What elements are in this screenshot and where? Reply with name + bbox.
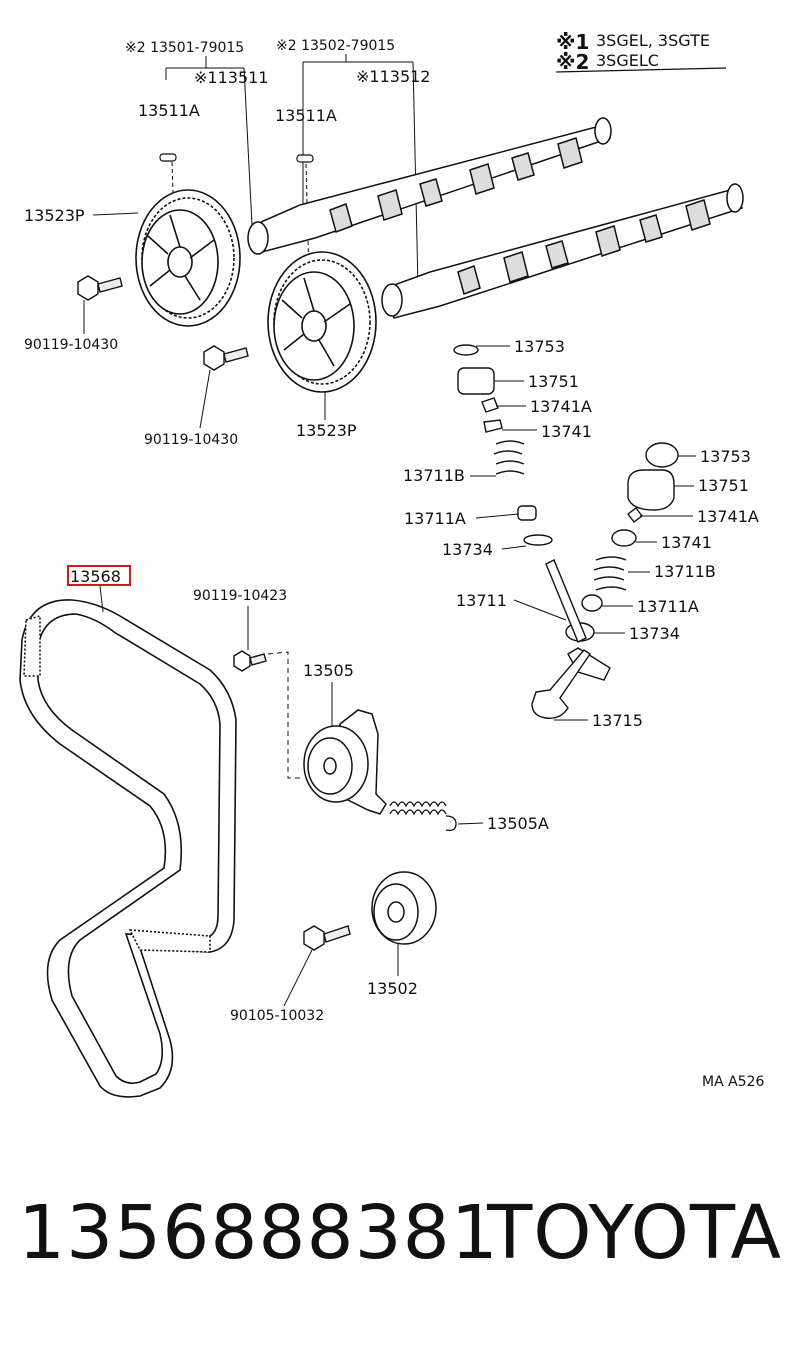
label-r1-13753: 13753 xyxy=(514,337,565,356)
valve-train-1 xyxy=(453,344,553,546)
timing-belt xyxy=(19,599,237,1098)
label-r2-13711B: 13711B xyxy=(654,562,716,581)
legend: ※1 3SGEL, 3SGTE ※2 3SGELC xyxy=(555,30,727,74)
brand-name: TOYOTA xyxy=(487,1190,782,1276)
label-r2-13734: 13734 xyxy=(629,624,680,643)
legend-note2-mark: ※2 xyxy=(556,50,589,74)
pulley-bolt-1 xyxy=(77,275,123,301)
label-r2-13751: 13751 xyxy=(698,476,749,495)
legend-note2-text: 3SGELC xyxy=(596,51,659,70)
label-r1-13711A: 13711A xyxy=(404,509,466,528)
label-pin-1: 13511A xyxy=(138,101,200,120)
tensioner-bolt xyxy=(233,650,267,672)
belt-highlight-box xyxy=(67,565,131,586)
label-r2-13741: 13741 xyxy=(661,533,712,552)
label-camshaft-1-n1: ※113511 xyxy=(194,68,268,87)
knock-pin-1 xyxy=(159,153,177,162)
diagram-reference-code: MA A526 xyxy=(702,1074,764,1090)
label-r1-13741: 13741 xyxy=(541,422,592,441)
valve-train-2 xyxy=(531,442,679,719)
label-r1-13711B: 13711B xyxy=(403,466,465,485)
label-pin-2: 13511A xyxy=(275,106,337,125)
label-r2-13753: 13753 xyxy=(700,447,751,466)
label-belt: 13568 xyxy=(70,567,121,586)
label-valve: 13715 xyxy=(592,711,643,730)
label-pulley-bolt-1: 90119-10430 xyxy=(24,337,118,353)
label-idler-bolt: 90105-10032 xyxy=(230,1008,324,1024)
label-camshaft-1-n2: ※2 13501-79015 xyxy=(125,40,244,56)
timing-pulley-1 xyxy=(135,189,241,327)
camshaft-1 xyxy=(247,117,612,255)
label-r1-13741A: 13741A xyxy=(530,397,592,416)
label-pulley-bolt-2: 90119-10430 xyxy=(144,432,238,448)
parts-diagram: ※1 3SGEL, 3SGTE ※2 3SGELC ※2 13501-79015… xyxy=(19,30,764,1098)
idler-pulley xyxy=(371,871,437,945)
legend-note1-mark: ※1 xyxy=(556,30,589,54)
pulley-bolt-2 xyxy=(203,345,249,371)
label-r1-13734: 13734 xyxy=(442,540,493,559)
tensioner-pulley xyxy=(303,709,387,815)
camshaft-labels: ※2 13501-79015 ※2 13502-79015 ※113511 ※1… xyxy=(125,38,430,316)
label-camshaft-2-n2: ※2 13502-79015 xyxy=(276,38,395,54)
timing-pulley-2 xyxy=(267,251,377,393)
label-tensioner: 13505 xyxy=(303,661,354,680)
label-tensioner-bolt: 90119-10423 xyxy=(193,588,287,604)
label-camshaft-2-n1: ※113512 xyxy=(356,67,430,86)
idler-bolt xyxy=(303,925,351,951)
label-spring: 13505A xyxy=(487,814,549,833)
label-idler: 13502 xyxy=(367,979,418,998)
label-pulley-1: 13523P xyxy=(24,206,85,225)
label-r2-13741A: 13741A xyxy=(697,507,759,526)
label-valve-stem: 13711 xyxy=(456,591,507,610)
camshaft-2 xyxy=(381,183,744,319)
label-r2-13711A: 13711A xyxy=(637,597,699,616)
label-r1-13751: 13751 xyxy=(528,372,579,391)
footer: 1356888381 TOYOTA xyxy=(0,1190,800,1300)
label-pulley-2: 13523P xyxy=(296,421,357,440)
knock-pin-2 xyxy=(296,154,314,163)
tensioner-spring xyxy=(389,801,457,832)
legend-note1-text: 3SGEL, 3SGTE xyxy=(596,31,710,50)
part-number: 1356888381 xyxy=(18,1190,499,1276)
